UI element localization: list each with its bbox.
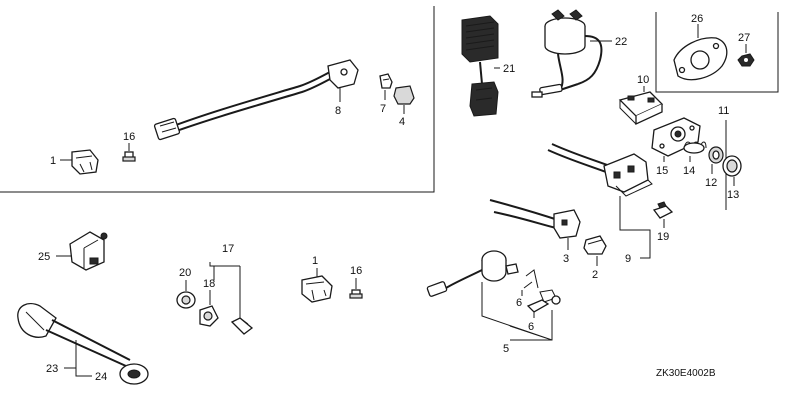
- connector-harness-part-3: [489, 199, 581, 239]
- callout-15: 15: [656, 165, 668, 177]
- spring-part-14: [683, 141, 707, 154]
- callout-13: 13: [727, 189, 739, 201]
- upper-left-region-border: [0, 6, 435, 193]
- callout-27: 27: [738, 32, 750, 44]
- leader-5: [481, 282, 553, 341]
- callout-23: 23: [46, 363, 58, 375]
- callout-12: 12: [705, 177, 717, 189]
- grommet-part-7: [379, 73, 393, 89]
- callout-9: 9: [625, 253, 631, 265]
- callout-2: 2: [592, 269, 598, 281]
- connector-part-2: [583, 235, 607, 255]
- leader-17: [209, 262, 241, 318]
- callout-16-upper: 16: [123, 131, 135, 143]
- leader-9: [619, 196, 651, 259]
- leader-23: [64, 340, 92, 377]
- cap-part-4: [393, 85, 415, 105]
- callout-18: 18: [203, 278, 215, 290]
- callout-26: 26: [691, 13, 703, 25]
- callout-6a: 6: [516, 297, 522, 309]
- sensor-assembly-part-5: [426, 250, 519, 297]
- callout-20: 20: [179, 267, 191, 279]
- screw-part-16-lower: [349, 289, 363, 299]
- callout-8: 8: [335, 105, 341, 117]
- callout-6b: 6: [528, 321, 534, 333]
- plug-cap-part-23: [17, 303, 131, 367]
- callout-17: 17: [222, 243, 234, 255]
- callout-11: 11: [718, 105, 729, 117]
- callout-19: 19: [657, 231, 669, 243]
- terminal-part-19: [652, 201, 674, 219]
- callout-14: 14: [683, 165, 695, 177]
- switch-part-10: [618, 91, 664, 126]
- callout-21: 21: [503, 63, 515, 75]
- clip-part-6-upper: [523, 269, 557, 303]
- plunger-part-12: [708, 146, 724, 164]
- screw-part-16-upper: [122, 151, 136, 162]
- callout-1-upper: 1: [50, 155, 56, 167]
- callout-7: 7: [380, 103, 386, 115]
- washer-part-20: [176, 291, 196, 309]
- harness-part-9: [547, 143, 653, 197]
- bracket-part-25: [69, 231, 108, 271]
- cap-part-13: [722, 155, 742, 177]
- callout-3: 3: [563, 253, 569, 265]
- grommet-part-24: [119, 363, 149, 385]
- clip-part-6-lower: [526, 295, 561, 313]
- starter-solenoid-part-22: [531, 9, 603, 98]
- callout-4: 4: [399, 116, 405, 128]
- drawing-code: ZK30E4002B: [656, 368, 716, 379]
- pin-part-17: [230, 317, 254, 335]
- nut-part-27: [737, 53, 755, 67]
- gasket-part-26: [673, 37, 728, 81]
- callout-1-lower: 1: [312, 255, 318, 267]
- regulator-rectifier-part-21: [461, 15, 499, 117]
- callout-16-lower: 16: [350, 265, 362, 277]
- clip-part-1-upper: [71, 149, 99, 175]
- callout-10: 10: [637, 74, 649, 86]
- callout-24: 24: [95, 371, 107, 383]
- upper-right-region-border: [655, 12, 779, 93]
- callout-25: 25: [38, 251, 50, 263]
- callout-5: 5: [503, 343, 509, 355]
- callout-22: 22: [615, 36, 627, 48]
- bushing-part-18: [199, 305, 219, 327]
- pulser-coil-part-8: [153, 59, 359, 141]
- clip-part-1-lower: [301, 275, 333, 303]
